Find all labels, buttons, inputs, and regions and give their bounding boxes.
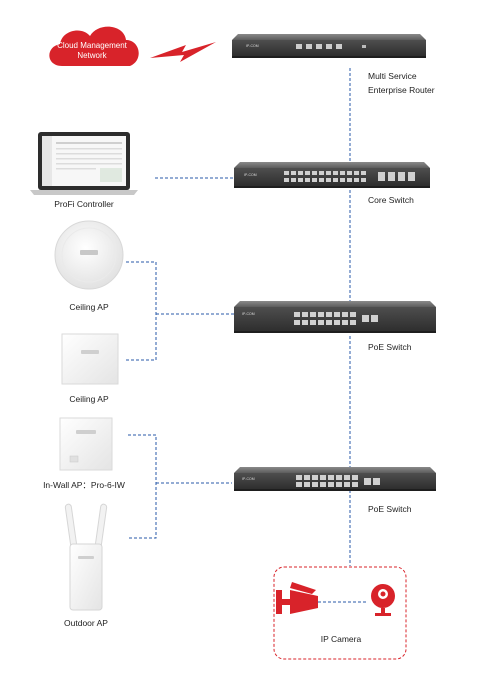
ceiling-ap-round-icon [54,220,124,290]
controller-label: ProFi Controller [54,199,114,209]
poe-switch-2-device: IP-COM [234,467,436,491]
inwall-ap-label: In-Wall AP：Pro-6-IW [43,480,125,490]
link-ceiling-aps [126,261,157,361]
poe-switch-1-brand: IP-COM [242,312,255,316]
bullet-camera-icon [276,582,318,614]
poe-switch-2-brand: IP-COM [242,477,255,481]
poe-switch-2-label: PoE Switch [368,504,412,514]
core-switch-device: IP-COM [234,162,430,188]
lightning-icon [150,42,216,62]
inwall-ap-icon [59,417,113,471]
cloud-icon [49,26,139,66]
poe-switch-1-label: PoE Switch [368,342,412,352]
connection-lines [126,68,368,603]
core-switch-label: Core Switch [368,195,414,205]
ceiling-ap-square-icon [61,333,119,385]
ip-camera-group-box [273,566,407,660]
router-label-line1: Multi Service [368,71,417,81]
ip-camera-label: IP Camera [321,634,362,644]
ceiling-ap-2-label: Ceiling AP [69,394,109,404]
router-label-line2: Enterprise Router [368,85,435,95]
link-wall-outdoor-aps [128,434,157,539]
router-device: IP-COM [232,34,426,58]
dome-camera-icon [371,584,395,616]
poe-switch-1-device: IP-COM [234,301,436,333]
router-brand: IP-COM [246,44,259,48]
laptop-icon [30,132,138,195]
cloud-label-line2: Network [77,51,107,60]
outdoor-ap-icon [64,503,108,611]
cloud-label-line1: Cloud Management [57,41,128,50]
core-switch-brand: IP-COM [244,173,257,177]
outdoor-ap-label: Outdoor AP [64,618,108,628]
ceiling-ap-1-label: Ceiling AP [69,302,109,312]
